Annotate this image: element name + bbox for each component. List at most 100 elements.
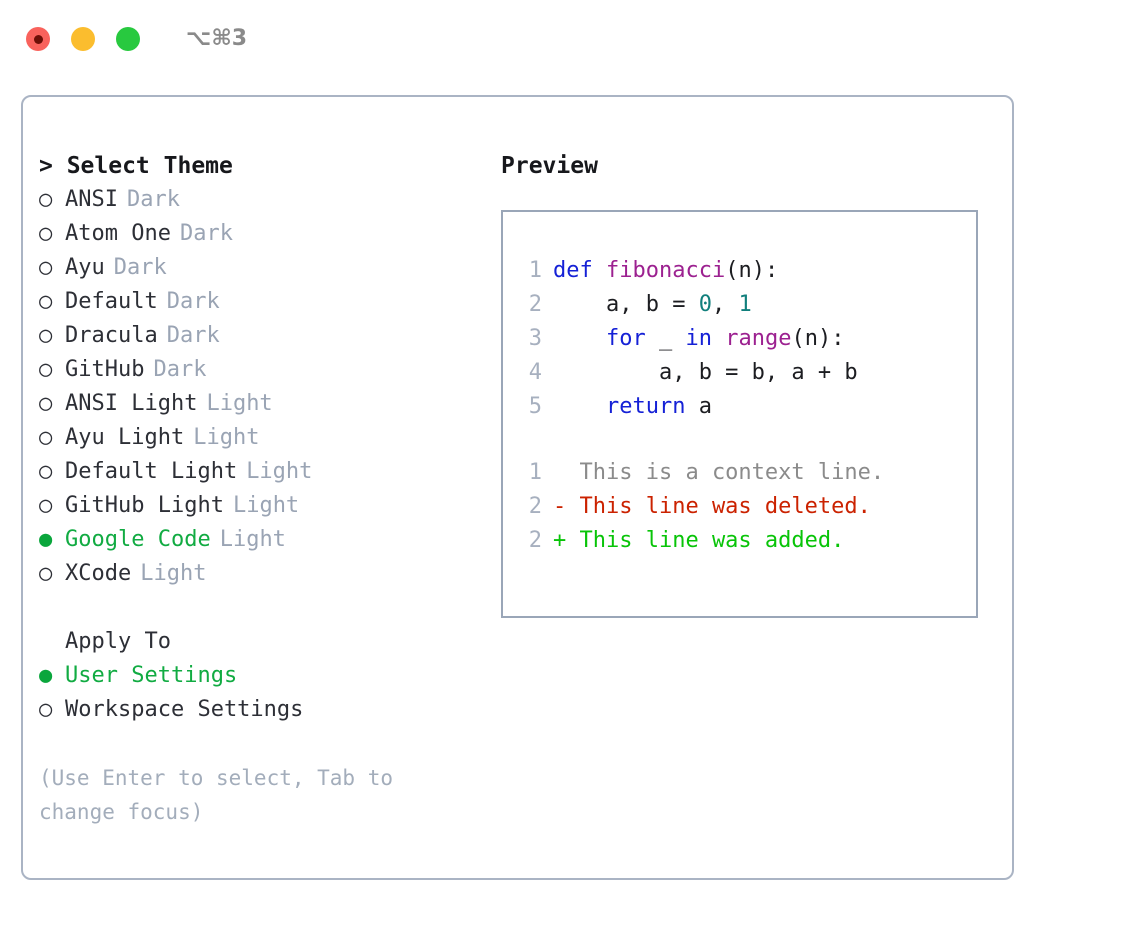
code-line: 5 return a (503, 390, 976, 424)
radio-unselected-icon: ○ (39, 255, 53, 280)
diff-line-ctx: 1 This is a context line. (503, 456, 976, 490)
diff-sample: 1 This is a context line. 2 - This line wa… (503, 456, 976, 558)
apply-to-option-label: User Settings (65, 663, 238, 688)
theme-option-label: Default Light (65, 459, 238, 484)
code-token-fn: fibonacci (605, 258, 726, 283)
code-token-kw: return (605, 394, 686, 419)
code-token-plain (553, 326, 606, 351)
code-line-text: for _ in range(n): (553, 322, 844, 356)
diff-line-add: 2 + This line was added. (503, 524, 976, 558)
apply-to-option-workspace-settings[interactable]: ○ Workspace Settings (39, 693, 489, 727)
code-token-plain (712, 326, 725, 351)
theme-variant-badge: Light (232, 493, 300, 518)
window-controls (26, 27, 140, 51)
radio-unselected-icon: ○ (39, 221, 53, 246)
zoom-button[interactable] (116, 27, 140, 51)
theme-variant-badge: Light (219, 527, 286, 552)
theme-option-label: Google Code (65, 527, 211, 552)
code-token-plain: (n): (791, 326, 845, 351)
code-token-plain (553, 394, 606, 419)
radio-unselected-icon: ○ (39, 425, 53, 450)
radio-unselected-icon: ○ (39, 697, 53, 722)
theme-option-label: ANSI (65, 187, 118, 212)
apply-to-option-label: Workspace Settings (65, 697, 304, 722)
line-number: 2 (528, 528, 542, 553)
theme-option-label: ANSI Light (65, 391, 198, 416)
theme-option-label: Ayu (65, 255, 105, 280)
radio-selected-icon: ● (39, 663, 53, 688)
line-number: 2 (528, 494, 542, 519)
line-number: 2 (528, 292, 542, 317)
radio-unselected-icon: ○ (39, 561, 53, 586)
code-token-fn: range (725, 326, 792, 351)
diff-line-text: This is a context line. (553, 460, 885, 485)
theme-variant-badge: Light (246, 459, 313, 484)
code-token-plain: (n): (725, 258, 779, 283)
theme-variant-badge: Dark (179, 221, 233, 246)
code-token-num: 0 (698, 292, 712, 317)
code-line: 4 a, b = b, a + b (503, 356, 976, 390)
theme-option-label: GitHub (65, 357, 145, 382)
theme-option-label: Default (65, 289, 158, 314)
apply-to-header: Apply To (65, 629, 171, 654)
apply-to-option-user-settings[interactable]: ● User Settings (39, 659, 489, 693)
diff-line-text: + This line was added. (553, 528, 845, 553)
theme-option-label: GitHub Light (65, 493, 224, 518)
code-token-plain: a (685, 394, 712, 419)
theme-variant-badge: Dark (166, 323, 220, 348)
preview-header: Preview (501, 153, 598, 179)
theme-variant-badge: Dark (166, 289, 220, 314)
code-token-kw: in (685, 326, 712, 351)
apply-to-option-list[interactable]: ● User Settings ○ Workspace Settings (39, 659, 489, 727)
code-token-plain: _ (645, 326, 686, 351)
code-token-plain: , (711, 292, 739, 317)
diff-line-text: - This line was deleted. (553, 494, 871, 519)
code-line-text: a, b = 0, 1 (553, 288, 752, 322)
code-token-kw: for (605, 326, 646, 351)
close-button[interactable] (26, 27, 50, 51)
theme-variant-badge: Dark (153, 357, 207, 382)
radio-unselected-icon: ○ (39, 391, 53, 416)
minimize-button[interactable] (71, 27, 95, 51)
theme-option-label: Ayu Light (65, 425, 185, 450)
diff-line-del: 2 - This line was deleted. (503, 490, 976, 524)
radio-unselected-icon: ○ (39, 187, 53, 212)
line-number: 1 (528, 460, 542, 485)
code-line-text: return a (553, 390, 712, 424)
theme-option-default[interactable]: ○ Default Dark (39, 285, 489, 319)
theme-option-atom-one[interactable]: ○ Atom One Dark (39, 217, 489, 251)
apply-to-section: Apply To ● User Settings ○ Workspace Settin… (39, 625, 489, 727)
theme-option-github-light[interactable]: ○ GitHub Light Light (39, 489, 489, 523)
select-theme-header: > Select Theme (39, 153, 233, 179)
theme-option-label: Atom One (65, 221, 171, 246)
radio-unselected-icon: ○ (39, 493, 53, 518)
code-diff-spacer (503, 424, 976, 456)
line-number: 3 (528, 326, 542, 351)
theme-variant-badge: Light (140, 561, 207, 586)
line-number: 4 (528, 360, 542, 385)
keyboard-shortcut-label: ⌥⌘3 (186, 26, 248, 51)
code-token-plain: a, b = b, a + b (553, 360, 858, 385)
code-line-text: a, b = b, a + b (553, 356, 858, 390)
radio-unselected-icon: ○ (39, 323, 53, 348)
radio-unselected-icon: ○ (39, 289, 53, 314)
line-number: 5 (528, 394, 542, 419)
code-line: 3 for _ in range(n): (503, 322, 976, 356)
